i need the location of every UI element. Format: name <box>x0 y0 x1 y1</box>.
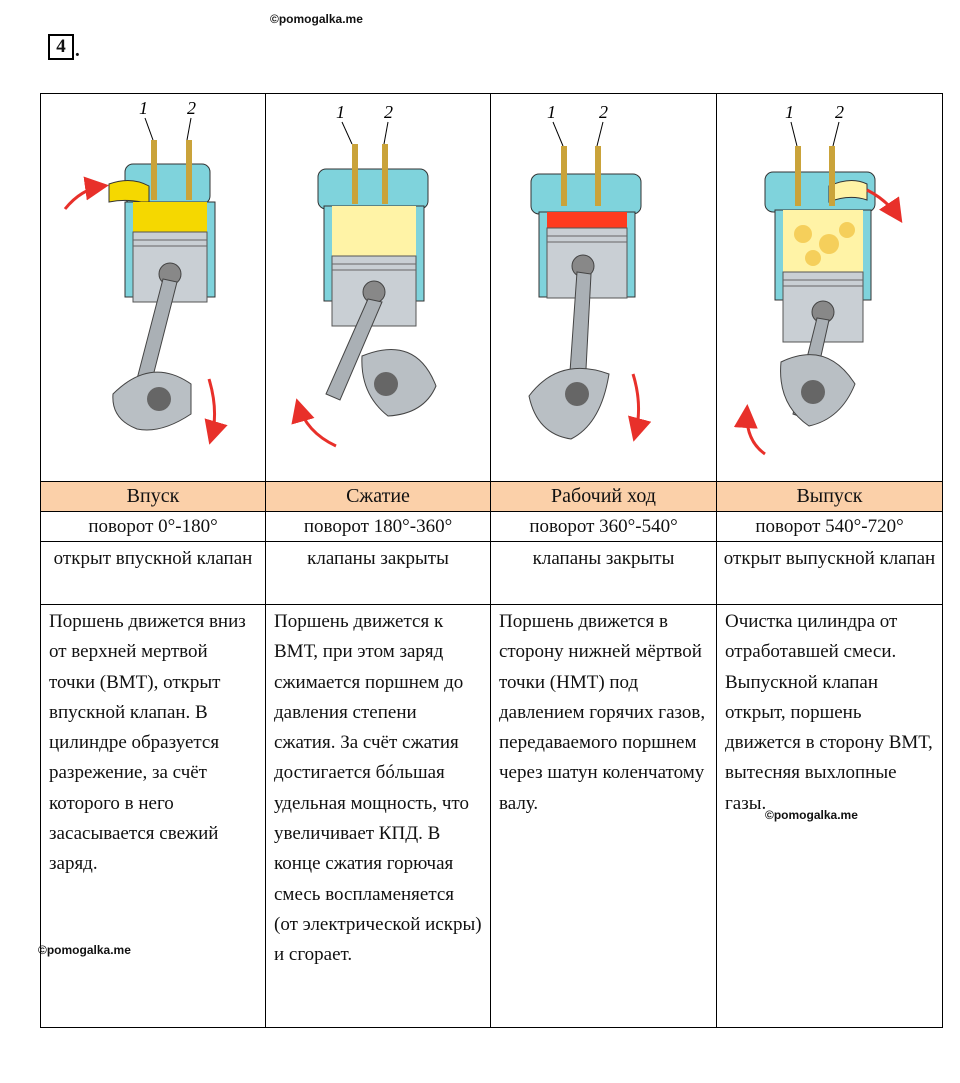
valve-label-2: 2 <box>835 102 844 122</box>
valve-label-1: 1 <box>547 102 556 122</box>
watermark: ©pomogalka.me <box>765 808 858 822</box>
stroke-name: Рабочий ход <box>490 481 717 512</box>
stroke-name: Выпуск <box>716 481 943 512</box>
rotation-angle: поворот 180°-360° <box>265 511 491 542</box>
valve-label-1: 1 <box>336 102 345 122</box>
valve-state: клапаны закрыты <box>265 541 491 605</box>
stroke-description: Поршень движется вниз от верхней мертвой… <box>40 604 266 1028</box>
rotation-angle: поворот 0°-180° <box>40 511 266 542</box>
rotation-angle-row: поворот 0°-180° поворот 180°-360° поворо… <box>40 511 943 542</box>
stroke-name: Впуск <box>40 481 266 512</box>
stroke-description: Очистка цилиндра от отработавшей смеси. … <box>716 604 943 1028</box>
valve-state: открыт впускной клапан <box>40 541 266 605</box>
intake-diagram: 1 2 <box>63 98 228 445</box>
rotation-angle: поворот 540°-720° <box>716 511 943 542</box>
task-number-box: 4 <box>48 34 74 60</box>
compression-diagram-cell: 1 2 <box>265 93 491 482</box>
valve-state: клапаны закрыты <box>490 541 717 605</box>
compression-diagram: 1 2 <box>291 102 437 448</box>
diagram-row: 1 2 <box>40 93 943 482</box>
stroke-description: Поршень движется в сторону нижней мёртво… <box>490 604 717 1028</box>
watermark: ©pomogalka.me <box>38 943 131 957</box>
valve-state-row: открыт впускной клапан клапаны закрыты к… <box>40 541 943 605</box>
rotation-angle: поворот 360°-540° <box>490 511 717 542</box>
power-stroke-diagram-cell: 1 2 <box>490 93 717 482</box>
exhaust-diagram-cell: 1 2 <box>716 93 943 482</box>
watermark: ©pomogalka.me <box>270 12 363 26</box>
valve-label-2: 2 <box>384 102 393 122</box>
valve-state: открыт выпускной клапан <box>716 541 943 605</box>
intake-diagram-cell: 1 2 <box>40 93 266 482</box>
valve-label-2: 2 <box>599 102 608 122</box>
exhaust-diagram: 1 2 <box>733 102 903 456</box>
valve-label-2: 2 <box>187 98 196 118</box>
stroke-name-row: Впуск Сжатие Рабочий ход Выпуск <box>40 481 943 512</box>
stroke-name: Сжатие <box>265 481 491 512</box>
engine-strokes-table: 1 2 <box>40 93 943 1028</box>
power-stroke-diagram: 1 2 <box>528 102 652 442</box>
description-row: Поршень движется вниз от верхней мертвой… <box>40 604 943 1028</box>
task-number-dot: . <box>75 40 80 61</box>
stroke-description: Поршень движется к ВМТ, при этом заряд с… <box>265 604 491 1028</box>
valve-label-1: 1 <box>139 98 148 118</box>
task-number: 4 <box>56 36 66 57</box>
valve-label-1: 1 <box>785 102 794 122</box>
